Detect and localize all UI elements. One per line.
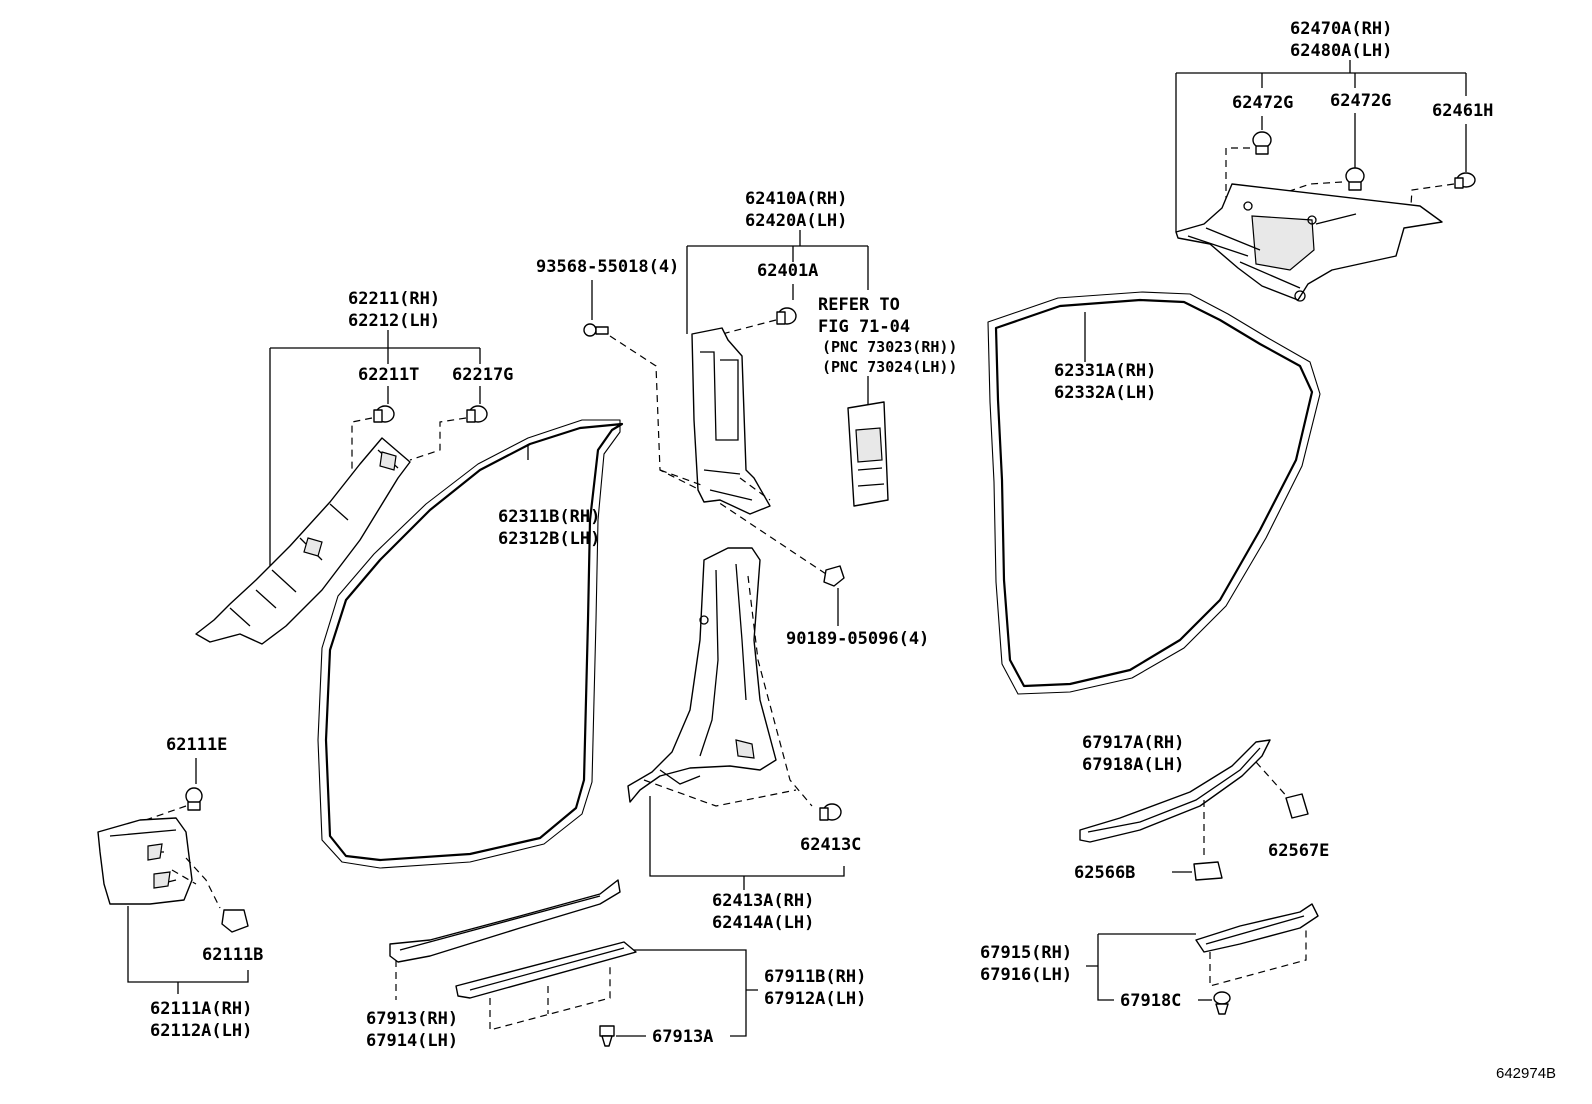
label-67917A: 67917A(RH) [1082, 733, 1184, 753]
label-62470A: 62470A(RH) [1290, 19, 1392, 39]
figure-code: 642974B [1496, 1065, 1556, 1082]
label-fig-71-04: FIG 71-04 [818, 317, 910, 337]
clip-62566B-icon [1193, 861, 1223, 881]
label-62567E: 62567E [1268, 841, 1329, 861]
label-62566B: 62566B [1074, 863, 1135, 883]
rear-door-scuff-group: 67917A(RH) 67918A(LH) 62567E 62566B 6791… [980, 733, 1329, 1015]
clip-62401A-icon [776, 307, 797, 325]
label-62111E: 62111E [166, 735, 227, 755]
label-62212: 62212(LH) [348, 311, 440, 331]
label-67916: 67916(LH) [980, 965, 1072, 985]
label-62461H: 62461H [1432, 101, 1493, 121]
label-67913: 67913(RH) [366, 1009, 458, 1029]
label-62414A: 62414A(LH) [712, 913, 814, 933]
label-67911B: 67911B(RH) [764, 967, 866, 987]
label-67915: 67915(RH) [980, 943, 1072, 963]
label-62211T: 62211T [358, 365, 419, 385]
label-62311B: 62311B(RH) [498, 507, 600, 527]
seat-belt-guide-part [847, 401, 889, 507]
center-pillar-lower-group: 90189-05096(4) 62413C 62413A(RH) 62414A(… [627, 547, 929, 933]
clip-62567E-icon [1285, 793, 1309, 819]
clip-62413C-icon [819, 803, 842, 821]
label-67914: 67914(LH) [366, 1031, 458, 1051]
label-93568: 93568-55018(4) [536, 257, 679, 277]
front-door-weatherstrip-part [324, 422, 624, 862]
clip-62211T-icon [373, 405, 395, 423]
clip-62461H-icon [1454, 172, 1476, 189]
center-pillar-lower-part [627, 547, 777, 803]
label-62420A: 62420A(LH) [745, 211, 847, 231]
front-scuff-plate-group: 67913(RH) 67914(LH) 67911B(RH) 67912A(LH… [366, 879, 866, 1051]
clip-62472G-right-icon [1345, 167, 1365, 191]
label-62332A: 62332A(LH) [1054, 383, 1156, 403]
rear-quarter-garnish-group: 62470A(RH) 62480A(LH) 62472G 62472G 6246… [1175, 19, 1493, 302]
label-67912A: 67912A(LH) [764, 989, 866, 1009]
label-67918C: 67918C [1120, 991, 1181, 1011]
label-67913A: 67913A [652, 1027, 713, 1047]
label-62472G-left: 62472G [1232, 93, 1293, 113]
label-62401A: 62401A [757, 261, 818, 281]
label-62413A: 62413A(RH) [712, 891, 814, 911]
label-67918A: 67918A(LH) [1082, 755, 1184, 775]
rear-door-weatherstrip-part [994, 298, 1314, 688]
label-62472G-right: 62472G [1330, 91, 1391, 111]
label-62211: 62211(RH) [348, 289, 440, 309]
label-62480A: 62480A(LH) [1290, 41, 1392, 61]
cowl-side-trim-part [97, 817, 193, 905]
clip-67918C-icon [1213, 991, 1231, 1015]
label-62331A: 62331A(RH) [1054, 361, 1156, 381]
clip-67913A-icon [599, 1025, 615, 1047]
clip-62217G-icon [466, 405, 488, 423]
clip-62472G-left-icon [1252, 131, 1272, 155]
scuff-plate-67917A-part [1079, 739, 1271, 843]
clip-90189-icon [823, 565, 845, 587]
label-62111B: 62111B [202, 945, 263, 965]
cowl-side-trim-group: 62111E 62111B 62111A(RH) 62112A(LH) [97, 735, 263, 1041]
front-door-weatherstrip-group: 62311B(RH) 62312B(LH) [317, 419, 624, 869]
clip-62111B-icon [221, 909, 249, 933]
front-pillar-garnish-group: 62211(RH) 62212(LH) 62211T 62217G [195, 289, 513, 645]
label-90189: 90189-05096(4) [786, 629, 929, 649]
screw-93568-icon [583, 323, 609, 337]
scuff-plate-67915-part [1195, 903, 1319, 953]
center-pillar-upper-group: 62410A(RH) 62420A(LH) 62401A 93568-55018… [536, 189, 957, 575]
label-62413C: 62413C [800, 835, 861, 855]
label-62112A: 62112A(LH) [150, 1021, 252, 1041]
label-refer-to: REFER TO [818, 295, 900, 315]
label-62217G: 62217G [452, 365, 513, 385]
label-62312B: 62312B(LH) [498, 529, 600, 549]
label-62111A: 62111A(RH) [150, 999, 252, 1019]
label-pnc-73023: (PNC 73023(RH)) [822, 338, 957, 356]
label-62410A: 62410A(RH) [745, 189, 847, 209]
label-pnc-73024: (PNC 73024(LH)) [822, 358, 957, 376]
center-pillar-upper-part [691, 327, 771, 515]
scuff-plate-67911B-part [455, 941, 637, 999]
rear-door-weatherstrip-group: 62331A(RH) 62332A(LH) [987, 291, 1321, 695]
clip-62111E-icon [185, 787, 203, 811]
